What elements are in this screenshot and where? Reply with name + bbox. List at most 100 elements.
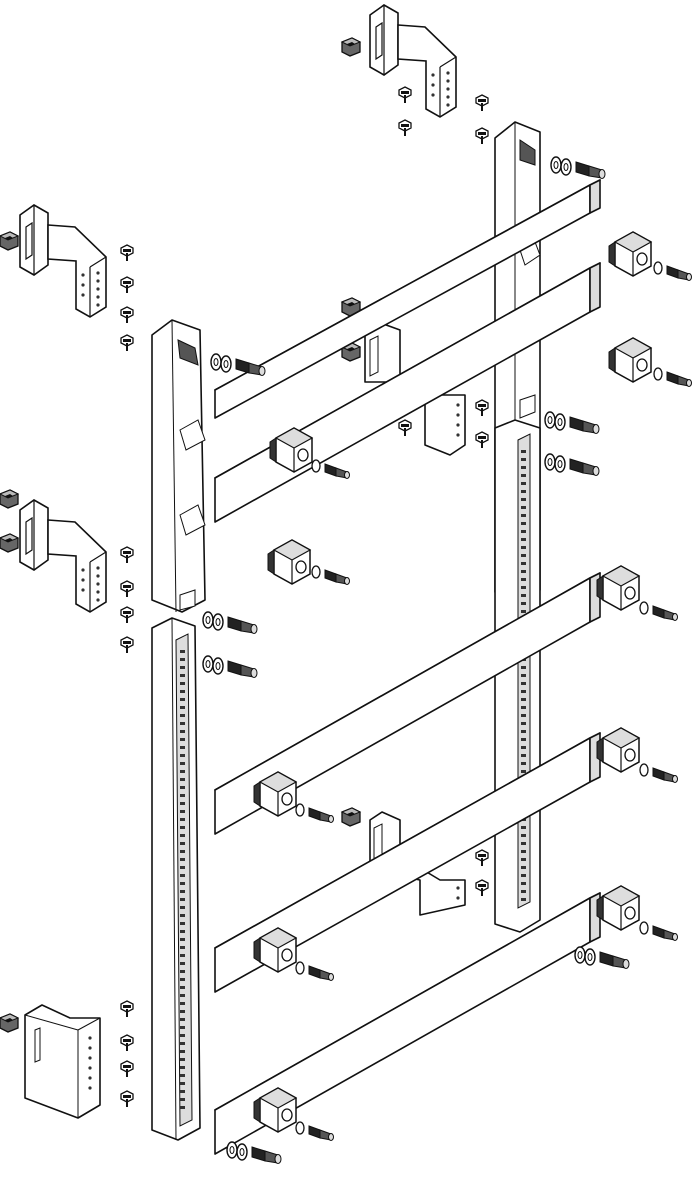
left-bracket-2 [0, 489, 134, 654]
rail-tooth [521, 498, 526, 501]
rail-tooth [180, 922, 185, 925]
rail-tooth [521, 570, 526, 573]
rail-tooth [521, 490, 526, 493]
rail-tooth [521, 682, 526, 685]
rail-tooth [180, 842, 185, 845]
rail-tooth [180, 970, 185, 973]
rail-tooth [521, 466, 526, 469]
rail-tooth [180, 658, 185, 661]
rail-tooth [180, 962, 185, 965]
rail-tooth [180, 954, 185, 957]
rail-tooth [521, 586, 526, 589]
rail-tooth [521, 746, 526, 749]
rail-tooth [521, 562, 526, 565]
rail-tooth [521, 458, 526, 461]
rail-tooth [180, 746, 185, 749]
rail-tooth [521, 482, 526, 485]
rail-tooth [521, 690, 526, 693]
rail-tooth [521, 834, 526, 837]
rail-tooth [180, 650, 185, 653]
rail-tooth [180, 810, 185, 813]
rail-tooth [180, 1002, 185, 1005]
rail-tooth [180, 834, 185, 837]
rail-tooth [180, 946, 185, 949]
rail-tooth [180, 682, 185, 685]
rail-tooth [521, 890, 526, 893]
rail-tooth [521, 874, 526, 877]
rail-tooth [521, 602, 526, 605]
rail-tooth [521, 530, 526, 533]
rail-tooth [521, 730, 526, 733]
rail-tooth [521, 554, 526, 557]
rail-tooth [521, 770, 526, 773]
rail-tooth [180, 786, 185, 789]
busbar [214, 572, 601, 835]
rail-tooth [180, 1106, 185, 1109]
rail-tooth [521, 714, 526, 717]
rail-tooth [521, 578, 526, 581]
rail-tooth [180, 778, 185, 781]
busbar [214, 179, 601, 419]
rail-tooth [180, 986, 185, 989]
rail-tooth [180, 698, 185, 701]
rail-tooth [180, 978, 185, 981]
rail-tooth [521, 522, 526, 525]
rail-tooth [521, 882, 526, 885]
rail-tooth [180, 1042, 185, 1045]
rail-tooth [180, 938, 185, 941]
rail-tooth [180, 1082, 185, 1085]
rail-tooth [521, 514, 526, 517]
rail-tooth [521, 538, 526, 541]
rail-tooth [180, 754, 185, 757]
rail-tooth [180, 1026, 185, 1029]
rail-tooth [180, 770, 185, 773]
rail-tooth [180, 906, 185, 909]
top-bracket [341, 4, 489, 145]
rail-tooth [521, 722, 526, 725]
rail-tooth [180, 762, 185, 765]
rail-tooth [180, 818, 185, 821]
rail-tooth [180, 994, 185, 997]
rail-tooth [180, 1050, 185, 1053]
rail-tooth [180, 1066, 185, 1069]
busbar-end-face [589, 179, 601, 214]
rail-tooth [180, 1098, 185, 1101]
rail-tooth [521, 738, 526, 741]
rail-tooth [180, 714, 185, 717]
rail-tooth [521, 754, 526, 757]
rail-tooth [521, 474, 526, 477]
rail-tooth [180, 850, 185, 853]
rail-tooth [180, 874, 185, 877]
rail-tooth [180, 690, 185, 693]
rail-tooth [521, 450, 526, 453]
busbar [214, 892, 601, 1155]
rail-tooth [180, 858, 185, 861]
rail-tooth [521, 706, 526, 709]
rail-tooth [180, 1018, 185, 1021]
rail-tooth [180, 1074, 185, 1077]
rail-tooth [521, 666, 526, 669]
rail-tooth [521, 842, 526, 845]
rail-tooth [180, 666, 185, 669]
left-bracket-1 [0, 204, 134, 352]
rail-tooth [521, 610, 526, 613]
left-bracket-3 [0, 1000, 134, 1119]
rail-tooth [521, 850, 526, 853]
rail-tooth [521, 594, 526, 597]
rail-tooth [521, 858, 526, 861]
rail-tooth [521, 506, 526, 509]
rail-tooth [180, 914, 185, 917]
rail-tooth [521, 898, 526, 901]
rail-tooth [180, 930, 185, 933]
rail-tooth [180, 1090, 185, 1093]
rail-tooth [521, 698, 526, 701]
busbar-end-face [589, 262, 601, 313]
left-rail [151, 319, 206, 1141]
rail-tooth [521, 674, 526, 677]
rail-tooth [180, 882, 185, 885]
rail-tooth [180, 1034, 185, 1037]
rail-tooth [180, 674, 185, 677]
rail-tooth [180, 722, 185, 725]
